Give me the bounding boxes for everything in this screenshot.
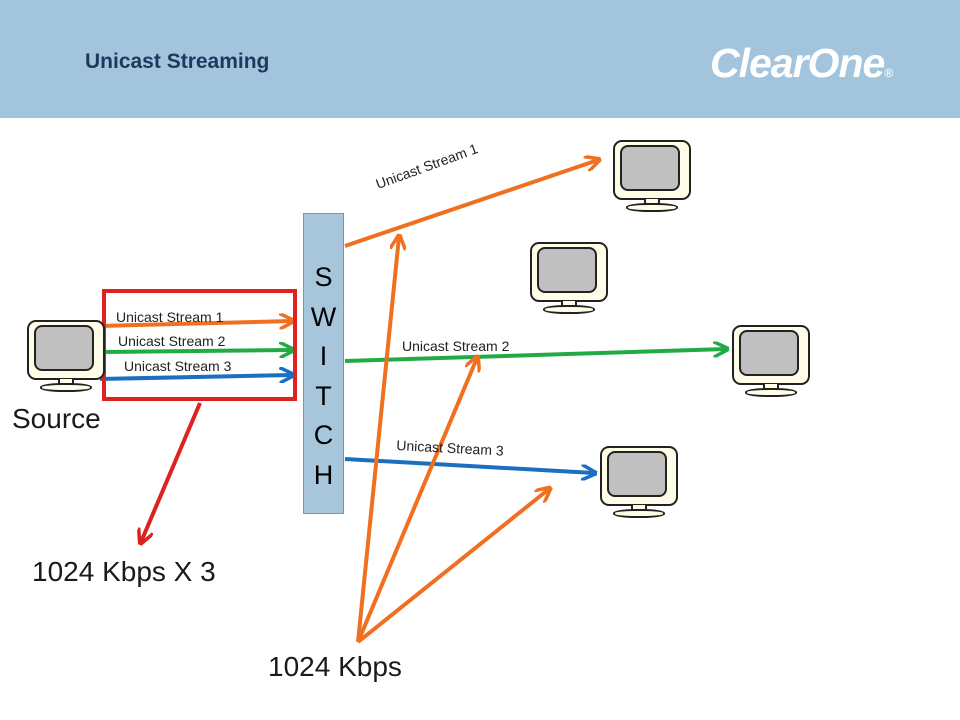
clearone-logo: ClearOne® — [710, 40, 893, 87]
switch-letter: I — [319, 341, 328, 371]
rate-arrow-3 — [356, 489, 549, 644]
switch-label: S W I T C H — [303, 258, 344, 495]
out-stream-1-arrow — [344, 160, 598, 248]
out-stream-2-arrow — [344, 349, 726, 363]
switch-letter: H — [313, 459, 334, 490]
in-stream-1-label: Unicast Stream 1 — [116, 309, 224, 325]
in-stream-2-arrow — [99, 350, 292, 352]
in-stream-2-label: Unicast Stream 2 — [118, 333, 226, 349]
out-stream-3-arrow — [344, 457, 594, 473]
network-switch — [303, 213, 344, 514]
in-stream-1-arrow — [99, 321, 292, 326]
registered-mark-icon: ® — [884, 66, 893, 80]
rate-arrow-2 — [356, 358, 477, 643]
rate-multi-label: 1024 Kbps X 3 — [32, 556, 216, 587]
switch-letter: S — [314, 262, 333, 292]
out-stream-2-label: Unicast Stream 2 — [402, 338, 510, 354]
source-label: Source — [12, 403, 101, 434]
rate-arrow-1 — [356, 237, 399, 643]
logo-text: ClearOne — [710, 40, 885, 86]
rate-multi-arrow — [141, 402, 202, 542]
rate-single-label: 1024 Kbps — [268, 651, 402, 682]
slide-title: Unicast Streaming — [85, 50, 270, 73]
in-stream-3-arrow — [99, 375, 292, 379]
header-bar: Unicast Streaming ClearOne® — [0, 0, 960, 118]
switch-letter: W — [310, 301, 337, 332]
switch-letter: T — [315, 380, 332, 411]
in-stream-3-label: Unicast Stream 3 — [124, 358, 232, 374]
switch-letter: C — [313, 420, 334, 450]
